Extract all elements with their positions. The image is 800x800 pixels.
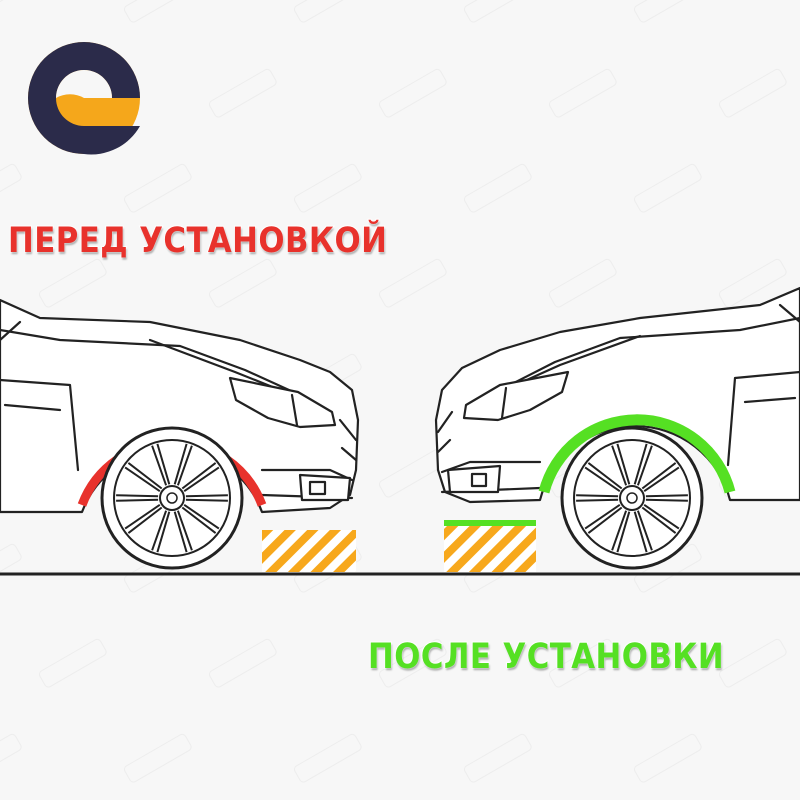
wheel-spoke bbox=[173, 443, 193, 486]
spacer-block-before bbox=[262, 530, 356, 572]
wheel-spoke bbox=[633, 443, 653, 486]
wheel-spoke bbox=[611, 510, 631, 553]
car-before-icon bbox=[0, 298, 360, 514]
wheel-after-icon bbox=[560, 426, 704, 570]
brand-logo-icon bbox=[28, 42, 140, 155]
wheel-spoke bbox=[185, 494, 228, 502]
caption-before-installation: ПЕРЕД УСТАНОВКОЙ bbox=[7, 221, 388, 261]
wheel-spoke bbox=[116, 494, 159, 502]
wheel-arch-after bbox=[538, 414, 736, 494]
wheel-spoke bbox=[124, 462, 163, 493]
wheel-spoke bbox=[584, 462, 623, 493]
wheel-spoke bbox=[151, 510, 171, 553]
wheel-spoke bbox=[124, 503, 163, 534]
wheel-spoke bbox=[645, 494, 688, 502]
wheel-spoke bbox=[584, 503, 623, 534]
wheel-spoke bbox=[641, 462, 680, 493]
spacer-block-after bbox=[444, 526, 536, 572]
caption-after-installation: ПОСЛЕ УСТАНОВКИ bbox=[367, 637, 725, 677]
wheel-spoke bbox=[576, 494, 619, 502]
wheel-spoke bbox=[611, 443, 631, 486]
wheel-spoke bbox=[173, 510, 193, 553]
wheel-spoke bbox=[181, 462, 220, 493]
wheel-spoke bbox=[181, 503, 220, 534]
spacer-top-after bbox=[444, 520, 536, 526]
wheel-spoke bbox=[151, 443, 171, 486]
wheel-spoke bbox=[641, 503, 680, 534]
wheel-before-icon bbox=[100, 426, 244, 570]
wheel-spoke bbox=[633, 510, 653, 553]
